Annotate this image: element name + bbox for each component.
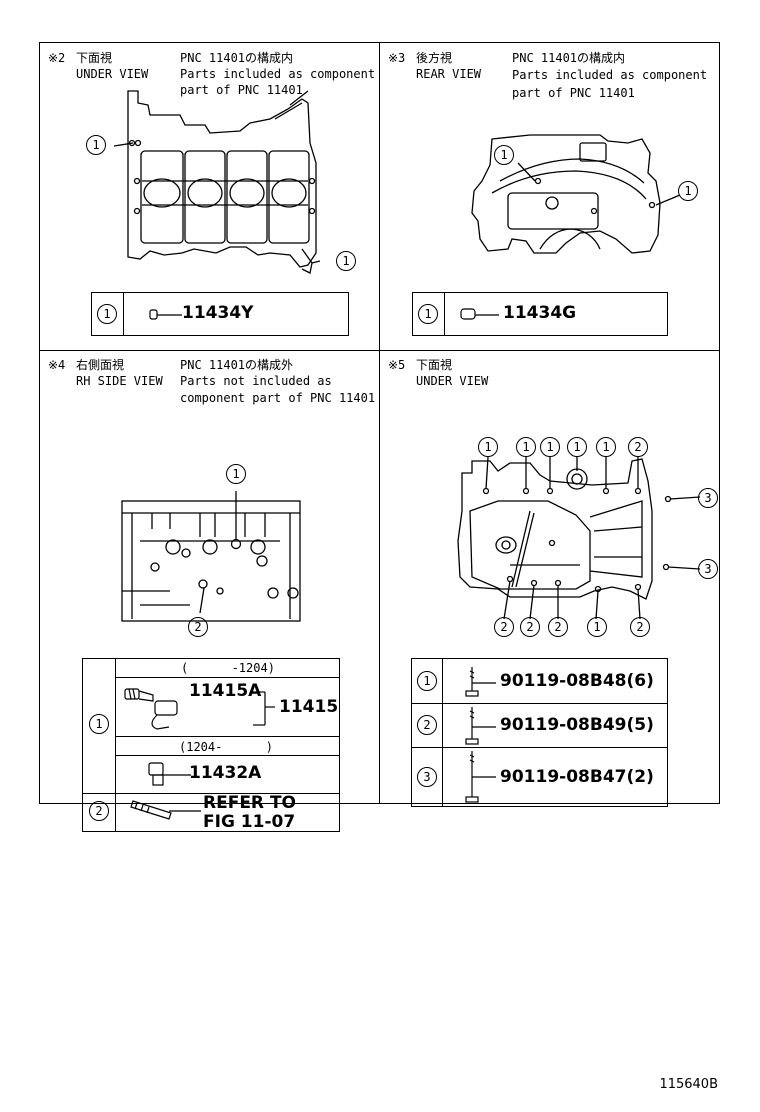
- panel-under-view-2: ※2 下面視 UNDER VIEW PNC 11401の構成内 Parts in…: [40, 43, 379, 350]
- engine-block-side-view-drawing: [121, 491, 301, 622]
- panel-2-callout-1b: 1: [336, 251, 356, 271]
- panel-5-callout-bottom-4: 1: [587, 617, 607, 637]
- panel-4-part-number-2: 11432A: [189, 763, 262, 783]
- bolt-medium-icon: [465, 707, 496, 745]
- oil-pan-under-view-drawing: [457, 456, 701, 620]
- panel-5-callout-bottom-3: 2: [548, 617, 568, 637]
- panel-5-table-ref-3: 3: [417, 767, 437, 787]
- diagram-sheet: ※2 下面視 UNDER VIEW PNC 11401の構成内 Parts in…: [39, 42, 720, 832]
- panel-5-parts-table: 1 90119-08B48(6) 2: [411, 658, 668, 807]
- panel-2-pnc-en2: part of PNC 11401: [180, 83, 303, 97]
- panel-2-en-title: UNDER VIEW: [76, 67, 149, 81]
- panel-3-mark: ※3: [388, 51, 406, 65]
- panel-2-parts-table: 1 11434Y: [91, 292, 349, 336]
- group-bracket: [253, 691, 275, 726]
- panel-4-group-number: 11415: [279, 697, 339, 717]
- panel-4-callout-2: 2: [188, 617, 208, 637]
- panel-5-jp-title: 下面視: [416, 358, 453, 372]
- panel-4-refer-line-1: REFER TO: [203, 793, 296, 813]
- plug-icon: [149, 309, 182, 320]
- panel-3-callout-1b: 1: [678, 181, 698, 201]
- bolt-sensor-icon: [148, 762, 191, 786]
- panel-2-pnc-en1: Parts included as component: [180, 67, 376, 81]
- panel-4-part-number-1: 11415A: [189, 681, 262, 701]
- panel-2-part-number: 11434Y: [182, 303, 254, 323]
- stud-icon: [130, 800, 201, 820]
- panel-5-callout-top-4: 1: [567, 437, 587, 457]
- plug-icon: [460, 308, 499, 320]
- panel-2-jp-title: 下面視: [76, 51, 113, 65]
- panel-2-callout-1a: 1: [86, 135, 106, 155]
- panel-5-callout-bottom-2: 2: [520, 617, 540, 637]
- divider-vertical: [379, 43, 380, 803]
- panel-4-range-1: ( -1204): [181, 661, 275, 675]
- panel-5-part-number-3: 90119-08B47(2): [500, 767, 654, 787]
- panel-5-callout-top-6: 2: [628, 437, 648, 457]
- panel-2-mark: ※2: [48, 51, 66, 65]
- panel-5-part-number-2: 90119-08B49(5): [500, 715, 654, 735]
- panel-under-view-5: ※5 下面視 UNDER VIEW: [380, 351, 720, 807]
- panel-5-callout-top-2: 1: [516, 437, 536, 457]
- sensor-icon: [124, 688, 178, 730]
- bolt-short-icon: [465, 667, 496, 697]
- divider-horizontal: [40, 350, 719, 351]
- panel-4-en-title: RH SIDE VIEW: [76, 374, 163, 388]
- panel-3-en-title: REAR VIEW: [416, 67, 482, 81]
- panel-4-pnc-en1: Parts not included as: [180, 374, 332, 388]
- panel-4-table-ref-1: 1: [89, 714, 109, 734]
- panel-rear-view-3: ※3 後方視 REAR VIEW PNC 11401の構成内 Parts inc…: [380, 43, 720, 350]
- panel-2-pnc-jp: PNC 11401の構成内: [180, 51, 294, 65]
- panel-5-callout-right-1: 3: [698, 488, 718, 508]
- panel-5-callout-bottom-5: 2: [630, 617, 650, 637]
- engine-block-under-view-drawing: [113, 90, 321, 274]
- panel-4-table-ref-2: 2: [89, 801, 109, 821]
- panel-rh-side-view-4: ※4 右側面視 RH SIDE VIEW PNC 11401の構成外 Parts…: [40, 351, 379, 832]
- panel-5-table-ref-2: 2: [417, 715, 437, 735]
- panel-5-mark: ※5: [388, 358, 406, 372]
- panel-4-callout-1: 1: [226, 464, 246, 484]
- panel-5-callout-bottom-1: 2: [494, 617, 514, 637]
- panel-5-callout-top-1: 1: [478, 437, 498, 457]
- panel-4-pnc-en2: component part of PNC 11401: [180, 391, 376, 405]
- panel-3-jp-title: 後方視: [416, 51, 453, 65]
- engine-block-rear-view-drawing: [471, 134, 681, 254]
- panel-5-callout-top-5: 1: [596, 437, 616, 457]
- panel-4-range-2: (1204- ): [179, 740, 273, 754]
- panel-3-pnc-en2: part of PNC 11401: [512, 86, 635, 100]
- panel-4-pnc-jp: PNC 11401の構成外: [180, 358, 294, 372]
- panel-3-parts-table: 1 11434G: [412, 292, 668, 336]
- panel-4-parts-table: 1 ( -1204) 11415A: [82, 658, 340, 832]
- bolt-long-icon: [465, 751, 496, 803]
- panel-5-part-number-1: 90119-08B48(6): [500, 671, 654, 691]
- panel-3-part-number: 11434G: [503, 303, 577, 323]
- panel-3-table-ref: 1: [418, 304, 438, 324]
- panel-3-pnc-en1: Parts included as component: [512, 68, 708, 82]
- panel-5-en-title: UNDER VIEW: [416, 374, 489, 388]
- panel-4-jp-title: 右側面視: [76, 358, 125, 372]
- figure-id: 115640B: [659, 1077, 718, 1092]
- panel-5-callout-top-3: 1: [540, 437, 560, 457]
- panel-4-mark: ※4: [48, 358, 66, 372]
- panel-5-table-ref-1: 1: [417, 671, 437, 691]
- panel-4-refer-line-2: FIG 11-07: [203, 812, 296, 832]
- panel-3-pnc-jp: PNC 11401の構成内: [512, 51, 626, 65]
- panel-3-callout-1a: 1: [494, 145, 514, 165]
- panel-5-callout-right-2: 3: [698, 559, 718, 579]
- panel-2-table-ref: 1: [97, 304, 117, 324]
